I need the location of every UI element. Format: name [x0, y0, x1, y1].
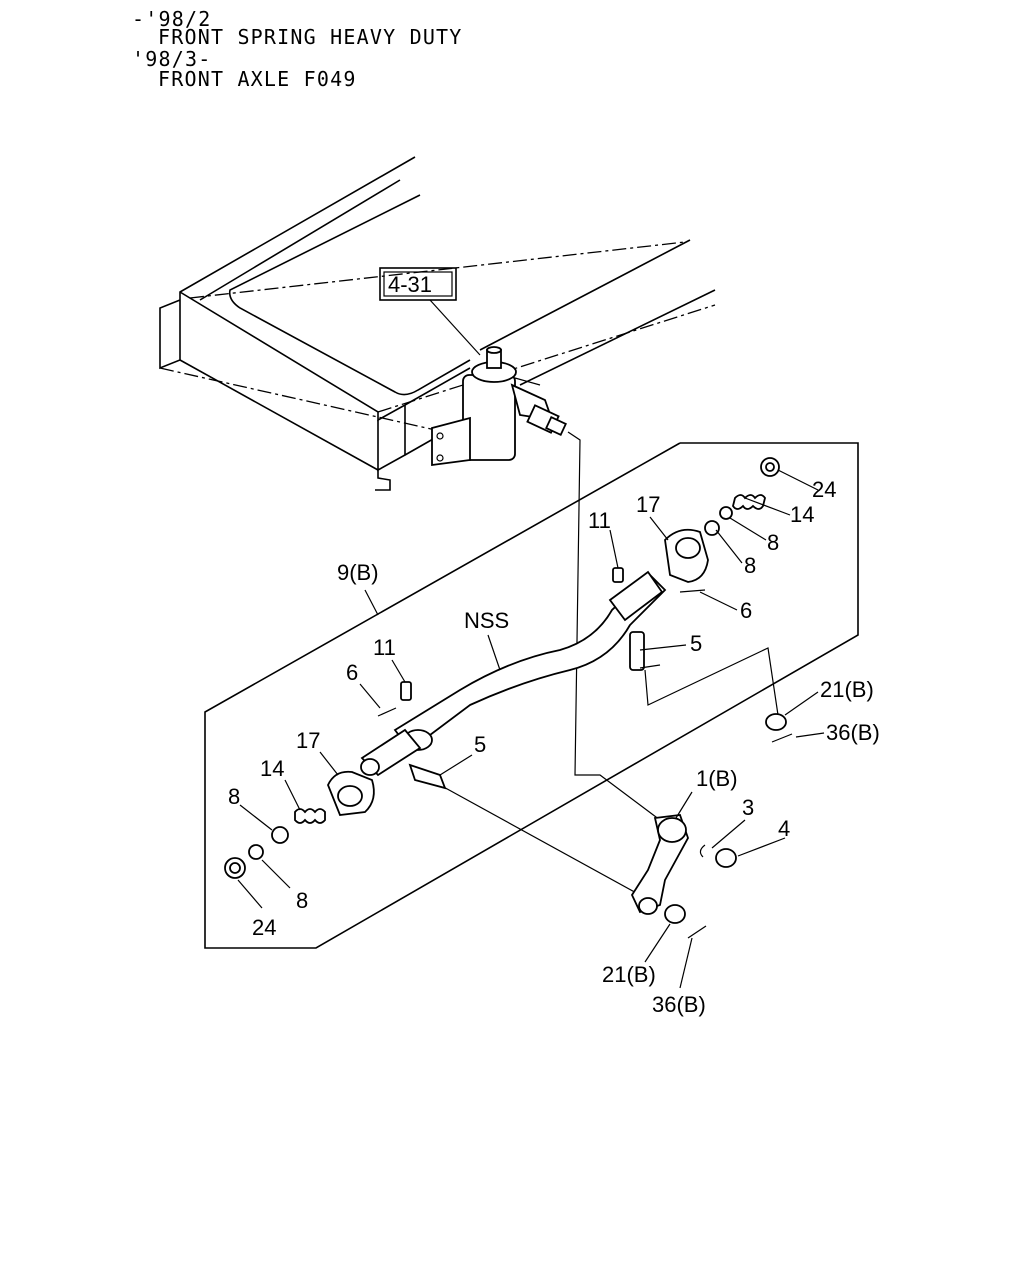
label-24-left: 24	[252, 915, 276, 940]
label-11-left: 11	[373, 635, 396, 660]
label-8-left-a: 8	[228, 784, 240, 809]
label-3: 3	[742, 795, 754, 820]
label-5-right: 5	[690, 631, 702, 656]
header-line-2: FRONT SPRING HEAVY DUTY	[158, 25, 463, 49]
label-5-left: 5	[474, 732, 486, 757]
label-17-left: 17	[296, 728, 320, 753]
label-21b-bottom: 21(B)	[602, 962, 656, 987]
label-8-right-a: 8	[767, 530, 779, 555]
right-end-parts	[612, 457, 793, 743]
label-6-left: 6	[346, 660, 358, 685]
ref-box	[379, 267, 457, 301]
label-6-right: 6	[740, 598, 752, 623]
label-21b-right: 21(B)	[820, 677, 874, 702]
leader-lines	[237, 299, 825, 989]
label-36b-right: 36(B)	[826, 720, 880, 745]
pitman-arm	[630, 814, 737, 939]
label-8-left-b: 8	[296, 888, 308, 913]
label-14-left: 14	[260, 756, 284, 781]
group-boundary	[204, 442, 859, 949]
label-11-right: 11	[588, 508, 611, 533]
steering-gear-box	[431, 346, 567, 467]
label-nss: NSS	[464, 608, 509, 633]
ref-box-label: 4-31	[388, 272, 432, 297]
header-line-3: '98/3-	[132, 47, 212, 71]
link-line-ball-stud	[644, 647, 779, 716]
left-end-parts	[224, 681, 447, 879]
link-line-gear-to-arm	[567, 431, 661, 821]
header-line-4: FRONT AXLE F049	[158, 67, 357, 91]
label-14-right: 14	[790, 502, 814, 527]
label-24-right: 24	[812, 477, 836, 502]
label-17-right: 17	[636, 492, 660, 517]
label-8-right-b: 8	[744, 553, 756, 578]
drag-link	[360, 570, 667, 777]
label-group-9b: 9(B)	[337, 560, 379, 585]
label-1b: 1(B)	[696, 766, 738, 791]
header-line-1: -'98/2	[132, 7, 212, 31]
label-4: 4	[778, 816, 790, 841]
link-line-left-stud	[439, 784, 641, 896]
label-36b-bottom: 36(B)	[652, 992, 706, 1017]
